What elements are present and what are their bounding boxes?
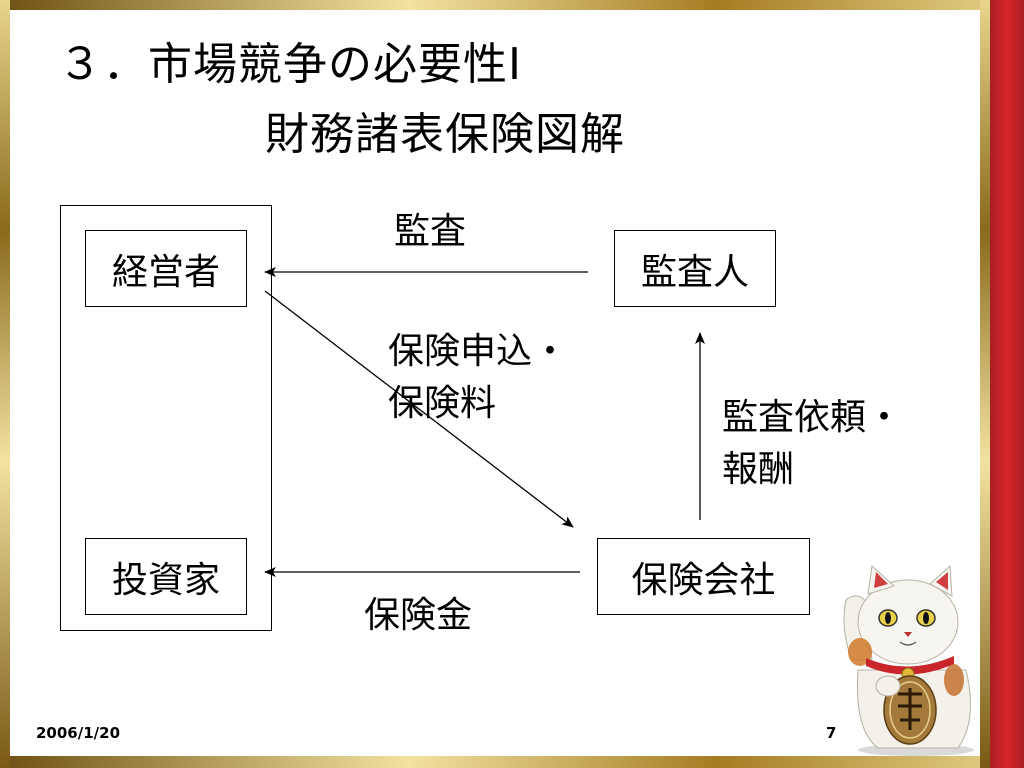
slide-subtitle: 財務諸表保険図解	[265, 109, 625, 160]
node-investor: 投資家	[85, 538, 247, 615]
gold-frame-top	[0, 0, 1024, 10]
gold-frame-bottom	[0, 756, 1024, 768]
edge-label-application: 保険申込・保険料	[388, 331, 569, 424]
node-auditor: 監査人	[614, 230, 776, 307]
edge-label-insurance-payout: 保険金	[364, 595, 473, 636]
node-insurer: 保険会社	[597, 538, 810, 615]
edge-label-audit: 監査	[394, 211, 467, 252]
maneki-neko-icon	[843, 564, 974, 756]
gold-frame-left	[0, 0, 10, 768]
node-management: 経営者	[85, 230, 247, 307]
footer-date: 2006/1/20	[36, 724, 121, 742]
edge-label-audit-request: 監査依頼・報酬	[722, 397, 903, 490]
footer-page-number: 7	[826, 724, 837, 742]
gold-frame-right	[980, 0, 990, 768]
red-side-strip	[990, 0, 1024, 768]
slide-title: ３．市場競争の必要性Ⅰ	[58, 39, 522, 90]
